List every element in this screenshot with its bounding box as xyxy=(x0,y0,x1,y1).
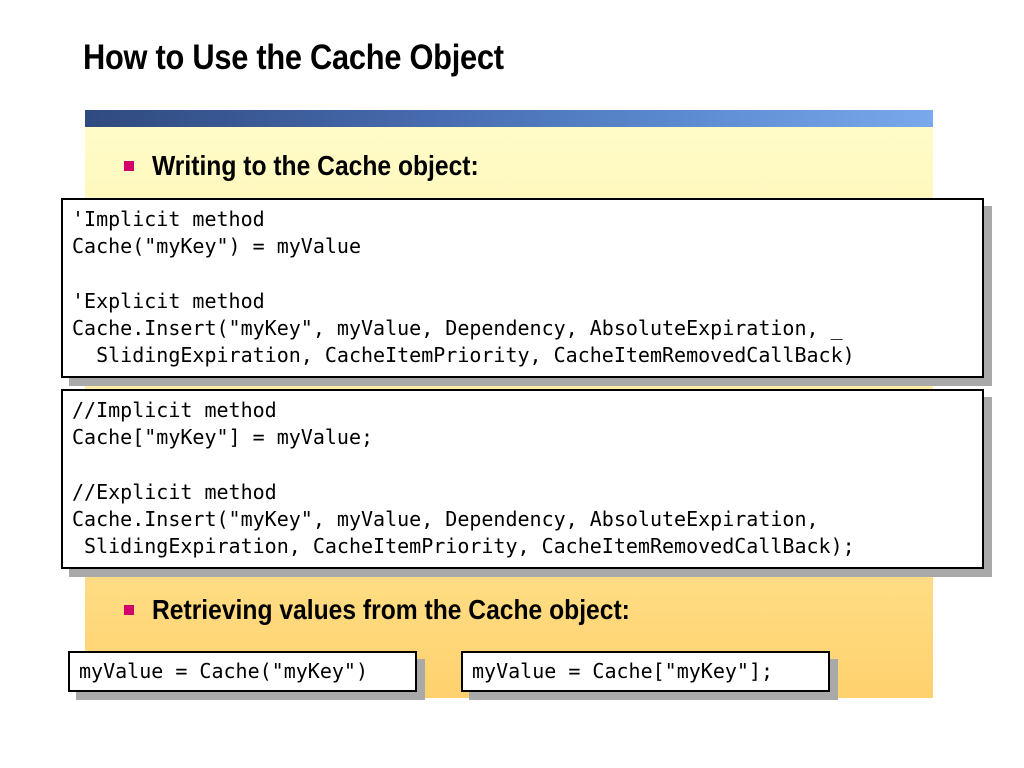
code-line xyxy=(72,452,982,479)
title-underline-bar xyxy=(85,110,933,127)
code-box-cs-write: //Implicit method Cache["myKey"] = myVal… xyxy=(61,389,984,569)
code-line: //Implicit method xyxy=(72,398,277,422)
bullet-writing: Writing to the Cache object: xyxy=(124,150,523,182)
square-bullet-icon xyxy=(124,605,134,615)
code-line xyxy=(72,261,982,288)
code-line: Cache["myKey"] = myValue; xyxy=(72,425,374,450)
code-box-cs-read: myValue = Cache["myKey"]; xyxy=(461,651,830,692)
bullet-retrieving-text: Retrieving values from the Cache object: xyxy=(152,594,630,625)
code-line: SlidingExpiration, CacheItemPriority, Ca… xyxy=(72,343,855,368)
code-line: myValue = Cache["myKey"]; xyxy=(472,659,774,683)
code-line: //Explicit method xyxy=(72,479,277,504)
bullet-retrieving: Retrieving values from the Cache object: xyxy=(124,594,695,626)
code-line: 'Implicit method xyxy=(72,207,265,231)
code-line: Cache("myKey") = myValue xyxy=(72,234,361,259)
code-line: 'Explicit method xyxy=(72,288,265,313)
code-line: Cache.Insert("myKey", myValue, Dependenc… xyxy=(72,316,843,341)
bullet-writing-text: Writing to the Cache object: xyxy=(152,150,479,181)
code-line: myValue = Cache("myKey") xyxy=(79,659,368,683)
slide-title: How to Use the Cache Object xyxy=(83,38,504,77)
code-line: Cache.Insert("myKey", myValue, Dependenc… xyxy=(72,507,819,532)
code-box-vb-write: 'Implicit method Cache("myKey") = myValu… xyxy=(61,198,984,378)
square-bullet-icon xyxy=(124,161,134,171)
code-box-vb-read: myValue = Cache("myKey") xyxy=(68,651,417,692)
code-line: SlidingExpiration, CacheItemPriority, Ca… xyxy=(72,534,855,559)
